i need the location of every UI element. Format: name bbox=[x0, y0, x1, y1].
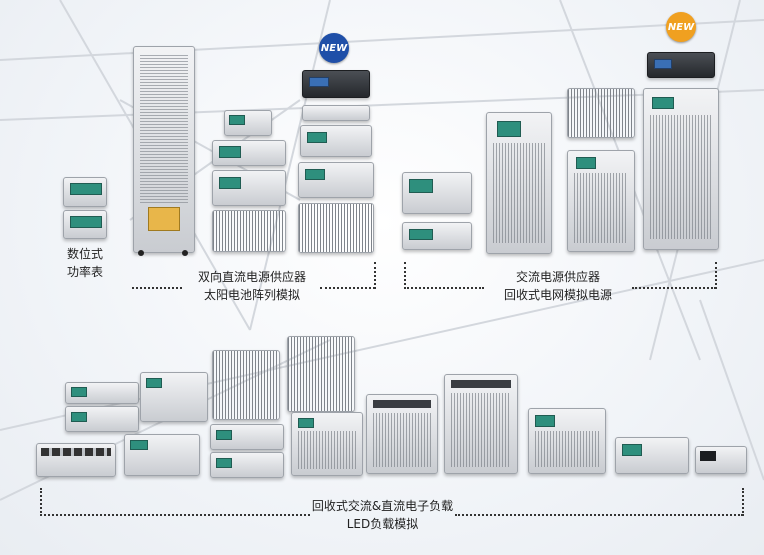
load-unit bbox=[212, 350, 280, 420]
dc-supply-unit bbox=[302, 105, 370, 121]
dc-supply-unit bbox=[212, 170, 286, 206]
label-line: 数位式 bbox=[66, 247, 103, 261]
load-unit bbox=[36, 443, 116, 477]
ac-supply-label: 交流电源供应器 回收式电网模拟电源 bbox=[484, 268, 632, 304]
load-unit bbox=[291, 412, 363, 476]
bracket-line bbox=[320, 287, 375, 289]
dc-supply-unit bbox=[298, 203, 374, 253]
loads-label: 回收式交流&直流电子负载 LED负载模拟 bbox=[310, 497, 455, 533]
ac-supply-cabinet bbox=[643, 88, 719, 250]
bracket-line bbox=[40, 514, 310, 516]
ac-supply-cabinet bbox=[567, 150, 635, 252]
load-unit bbox=[124, 434, 200, 476]
new-badge: NEW bbox=[666, 12, 696, 42]
load-unit bbox=[65, 382, 139, 404]
ac-supply-unit bbox=[647, 52, 715, 78]
load-unit bbox=[210, 424, 284, 450]
power-meter-label: 数位式 功率表 bbox=[60, 245, 110, 281]
bracket-line bbox=[40, 488, 42, 516]
dc-supply-unit bbox=[300, 125, 372, 157]
load-unit bbox=[210, 452, 284, 478]
load-unit bbox=[287, 336, 355, 412]
bracket-line bbox=[715, 262, 717, 289]
dc-supply-unit bbox=[298, 162, 374, 198]
bracket-line bbox=[404, 287, 484, 289]
dc-rack-cabinet bbox=[133, 46, 195, 253]
dc-supply-unit bbox=[224, 110, 272, 136]
bracket-line bbox=[404, 262, 406, 289]
ac-supply-unit bbox=[402, 222, 472, 250]
label-line: 太阳电池阵列模拟 bbox=[203, 288, 300, 302]
load-unit bbox=[695, 446, 747, 474]
load-unit bbox=[140, 372, 208, 422]
label-line: 回收式电网模拟电源 bbox=[503, 288, 612, 302]
load-unit bbox=[444, 374, 518, 474]
load-unit bbox=[528, 408, 606, 474]
label-line: LED负载模拟 bbox=[346, 517, 419, 531]
dc-supply-unit bbox=[302, 70, 370, 98]
label-line: 回收式交流&直流电子负载 bbox=[311, 499, 454, 513]
dc-supply-unit bbox=[212, 210, 286, 252]
ac-supply-unit bbox=[402, 172, 472, 214]
label-line: 双向直流电源供应器 bbox=[197, 270, 306, 284]
dc-supply-unit bbox=[212, 140, 286, 166]
bracket-line bbox=[742, 488, 744, 516]
bracket-line bbox=[132, 287, 182, 289]
label-line: 交流电源供应器 bbox=[515, 270, 600, 284]
bracket-line bbox=[374, 262, 376, 289]
bracket-line bbox=[455, 514, 743, 516]
bracket-line bbox=[632, 287, 716, 289]
ac-supply-unit bbox=[567, 88, 635, 138]
load-unit bbox=[65, 406, 139, 432]
label-line: 功率表 bbox=[66, 265, 103, 279]
load-unit bbox=[615, 437, 689, 474]
power-meter-unit bbox=[63, 177, 107, 207]
new-badge: NEW bbox=[319, 33, 349, 63]
dc-supply-label: 双向直流电源供应器 太阳电池阵列模拟 bbox=[182, 268, 322, 304]
ac-supply-cabinet bbox=[486, 112, 552, 254]
power-meter-unit bbox=[63, 210, 107, 239]
load-unit bbox=[366, 394, 438, 474]
